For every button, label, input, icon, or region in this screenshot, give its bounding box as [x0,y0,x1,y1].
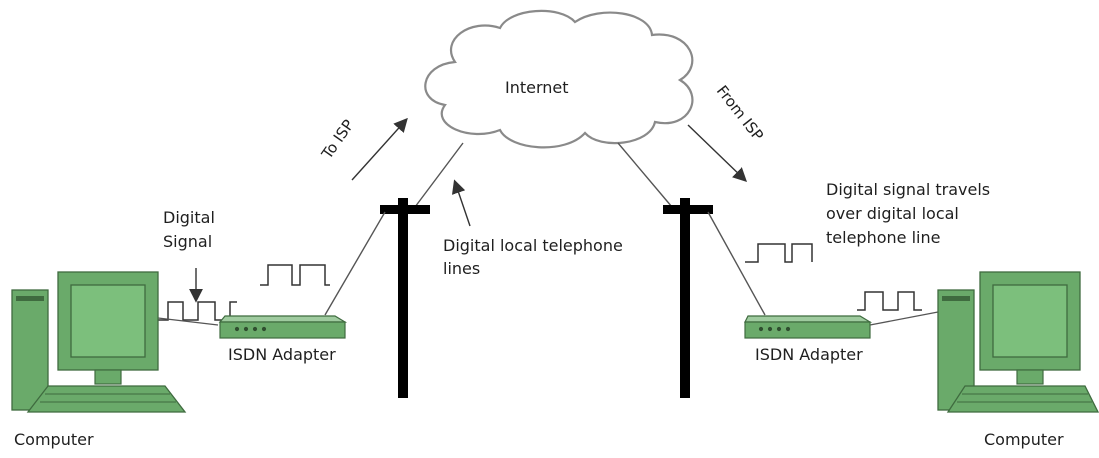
right-isdn-adapter [744,315,873,339]
internet-label: Internet [505,78,569,97]
right-note-line1: Digital signal travels [826,180,991,199]
left-telephone-line [414,142,464,208]
right-adapter-line [707,211,766,316]
to-isp-arrow [351,117,408,181]
local-lines-label-line2: lines [443,259,481,278]
right-adapter-label: ISDN Adapter [755,345,863,364]
right-pc-cable [869,311,939,326]
left-wave-upper [260,264,330,286]
left-computer [11,271,187,413]
from-isp-arrow [687,124,748,182]
digital-signal-label-line2: Signal [163,232,213,251]
left-pc-cable [157,317,219,326]
local-lines-label-line1: Digital local telephone [443,236,623,255]
digital-signal-label-line1: Digital [163,208,215,227]
right-wave-lower [857,291,922,311]
left-adapter-line [324,211,386,316]
left-isdn-adapter [218,315,348,339]
right-note-line3: telephone line [826,228,941,247]
left-computer-label: Computer [14,430,94,449]
right-computer-label: Computer [984,430,1064,449]
right-wave-upper [745,243,813,263]
left-adapter-label: ISDN Adapter [228,345,336,364]
internet-cloud [424,9,694,149]
right-telephone-line [617,142,673,208]
right-note-line2: over digital local [826,204,959,223]
right-computer [937,271,1099,413]
line-pointer-arrow [451,179,471,227]
left-telephone-pole [380,198,430,398]
right-telephone-pole [663,198,713,398]
